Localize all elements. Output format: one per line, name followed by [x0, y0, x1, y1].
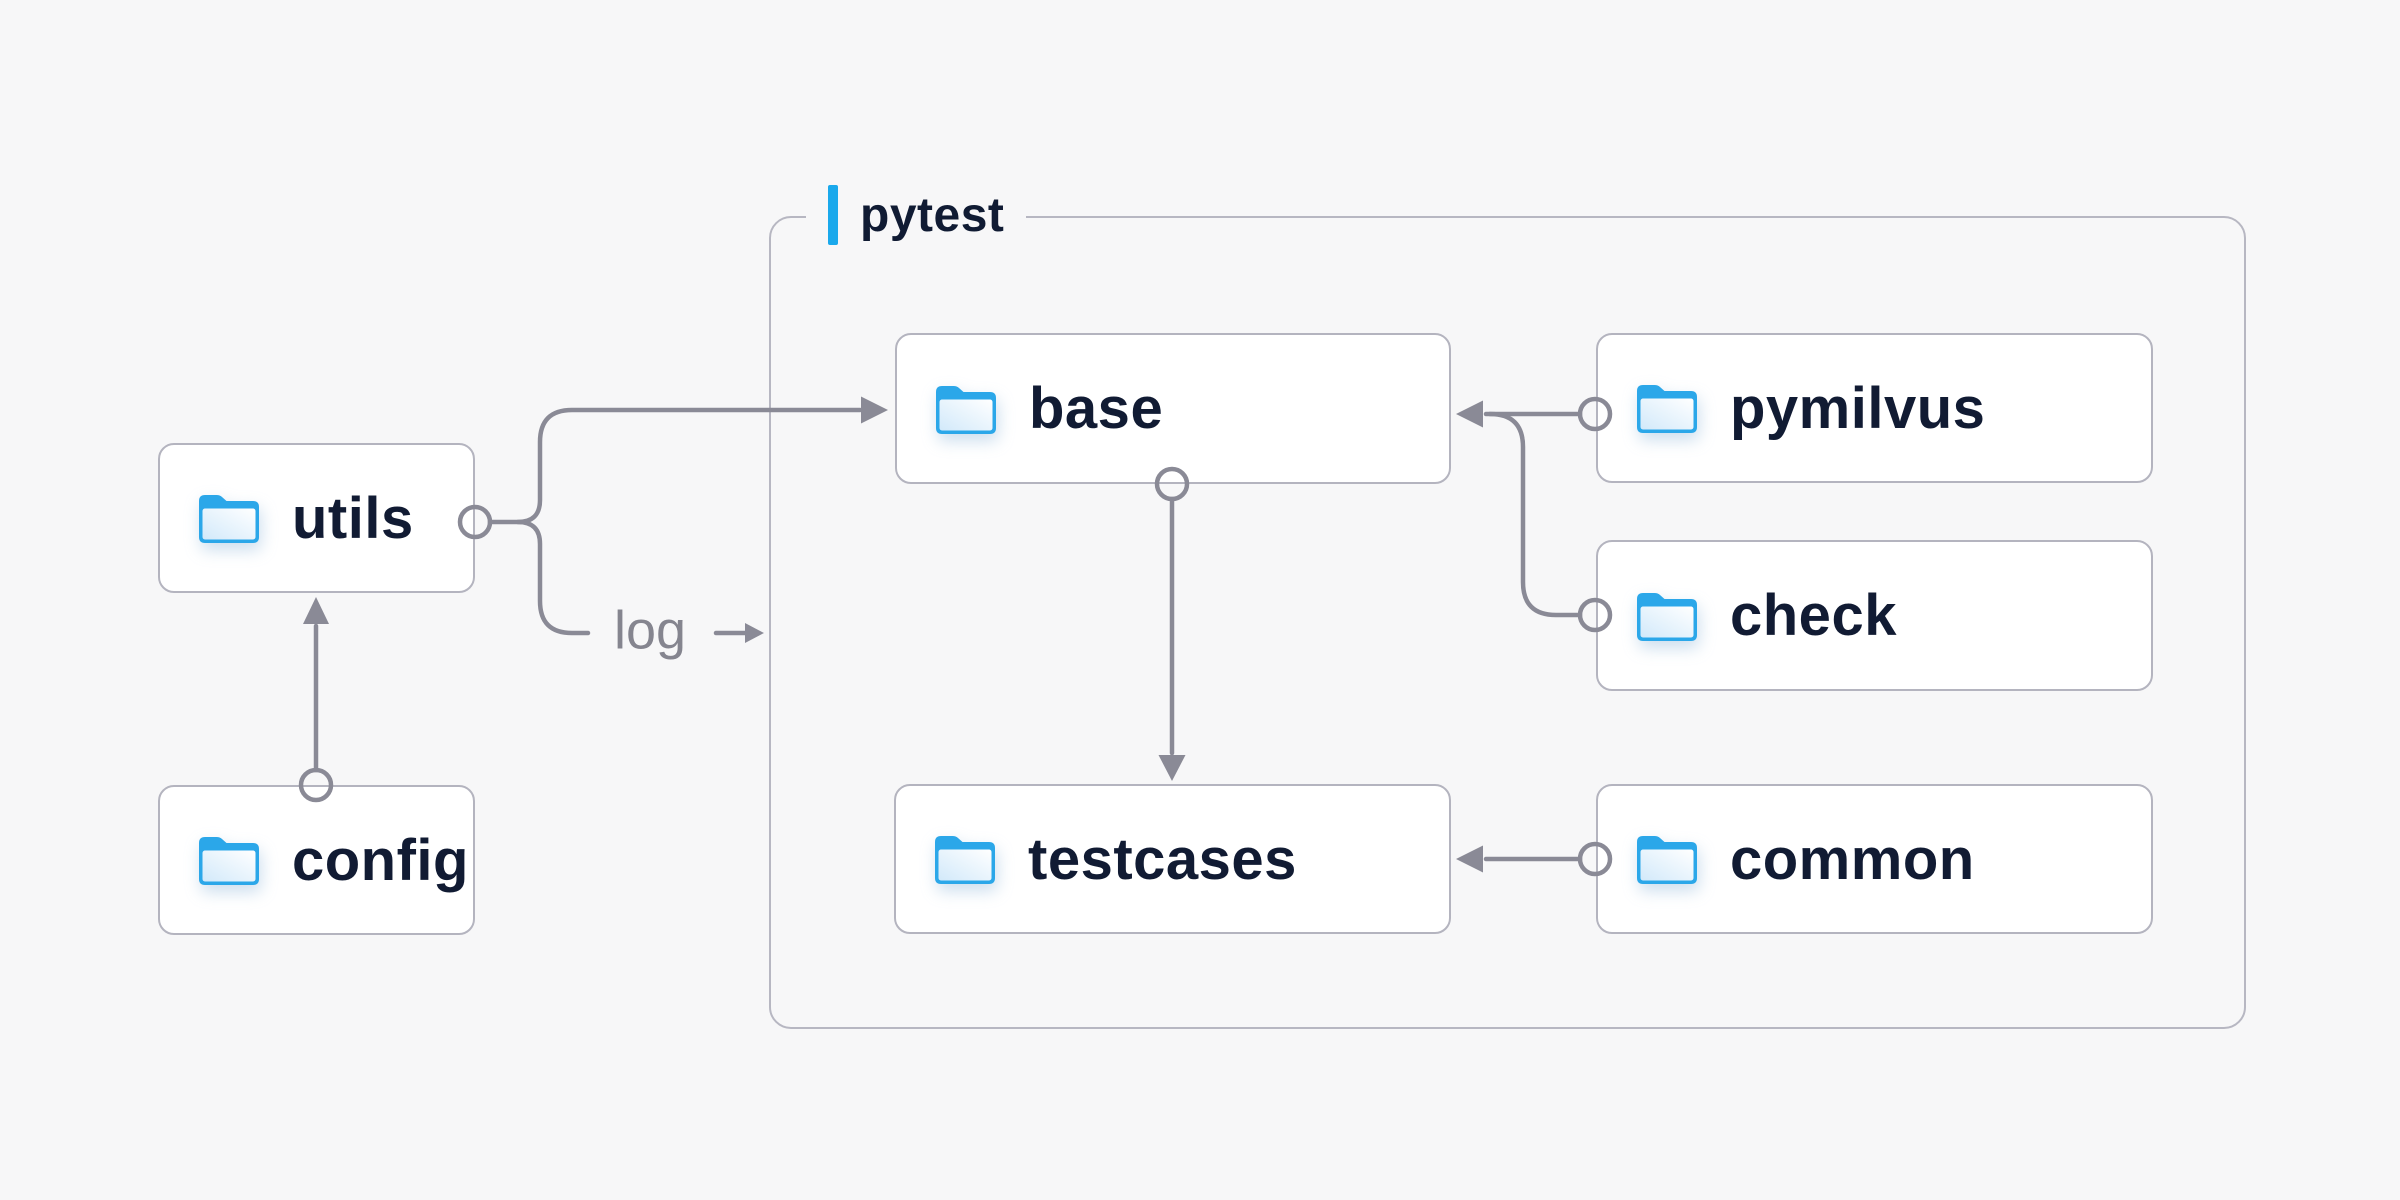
node-pymilvus: pymilvus	[1596, 333, 2153, 483]
arrowhead-log	[745, 623, 764, 643]
node-utils: utils	[158, 443, 475, 593]
node-common: common	[1596, 784, 2153, 934]
folder-icon	[196, 489, 262, 547]
folder-icon	[932, 830, 998, 888]
node-utils-label: utils	[292, 485, 414, 551]
folder-icon	[196, 831, 262, 889]
folder-icon	[1634, 379, 1700, 437]
edge-label-log: log	[613, 600, 687, 661]
node-base-label: base	[1029, 376, 1164, 441]
arrowhead-up-to-utils	[303, 597, 329, 624]
node-check: check	[1596, 540, 2153, 691]
folder-icon	[1634, 587, 1700, 645]
pytest-container-label: pytest	[806, 183, 1027, 247]
container-title: pytest	[860, 188, 1005, 242]
accent-bar	[828, 185, 838, 245]
node-config: config	[158, 785, 475, 935]
node-check-label: check	[1730, 583, 1897, 648]
node-common-label: common	[1730, 826, 1975, 892]
node-pymilvus-label: pymilvus	[1730, 375, 1986, 441]
pytest-container	[769, 216, 2246, 1029]
node-testcases-label: testcases	[1028, 826, 1297, 892]
node-config-label: config	[292, 827, 469, 893]
edge-utils-to-log	[515, 519, 591, 636]
folder-icon	[1634, 830, 1700, 888]
folder-icon	[933, 380, 999, 438]
node-testcases: testcases	[894, 784, 1451, 934]
node-base: base	[895, 333, 1451, 484]
